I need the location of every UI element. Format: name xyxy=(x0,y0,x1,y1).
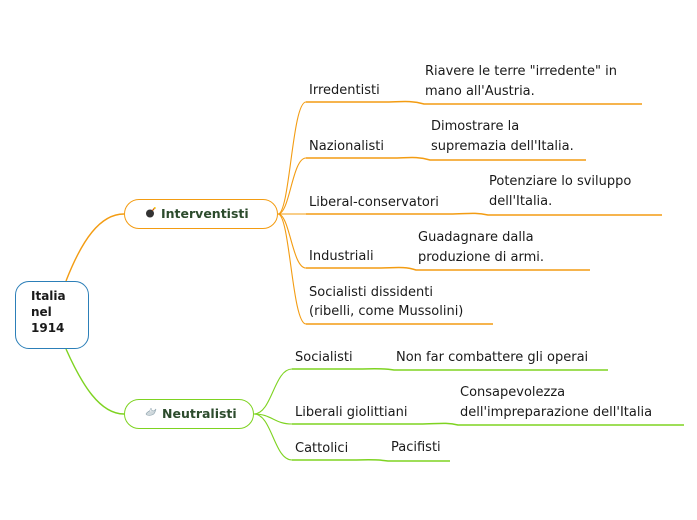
root-line-2: nel xyxy=(31,305,52,319)
node-irredentisti[interactable]: Irredentisti xyxy=(309,83,380,98)
link-root-interventisti xyxy=(65,213,125,282)
note-liberal-conservatori-2[interactable]: dell'Italia. xyxy=(489,194,553,209)
node-nazionalisti[interactable]: Nazionalisti xyxy=(309,139,384,154)
branch-neutralisti[interactable]: Neutralisti xyxy=(124,399,254,429)
interventisti-links xyxy=(277,101,307,325)
bomb-icon xyxy=(145,201,156,229)
node-liberali-giolittiani[interactable]: Liberali giolittiani xyxy=(295,405,408,420)
interventisti-underlines xyxy=(306,100,662,325)
note-liberali-giolittiani-1[interactable]: Consapevolezza xyxy=(460,385,566,400)
note-liberal-conservatori-1[interactable]: Potenziare lo sviluppo xyxy=(489,174,632,189)
note-industriali-1[interactable]: Guadagnare dalla xyxy=(418,230,534,245)
node-industriali[interactable]: Industriali xyxy=(309,249,374,264)
neutralisti-underlines xyxy=(292,368,684,462)
note-industriali-2[interactable]: produzione di armi. xyxy=(418,250,545,265)
note-socialisti[interactable]: Non far combattere gli operai xyxy=(396,350,589,365)
branch-label: Interventisti xyxy=(161,206,249,221)
note-irredentisti-2[interactable]: mano all'Austria. xyxy=(425,84,535,99)
root-node[interactable]: Italia nel 1914 xyxy=(15,281,89,349)
node-socialisti-dissidenti-1[interactable]: Socialisti dissidenti xyxy=(309,285,433,300)
node-socialisti-dissidenti-2[interactable]: (ribelli, come Mussolini) xyxy=(309,304,464,319)
branch-label: Neutralisti xyxy=(162,406,237,421)
node-liberal-conservatori[interactable]: Liberal-conservatori xyxy=(309,195,439,210)
link-root-neutralisti xyxy=(65,348,125,415)
note-irredentisti-1[interactable]: Riavere le terre "irredente" in xyxy=(425,64,617,79)
node-cattolici[interactable]: Cattolici xyxy=(295,441,349,456)
node-socialisti[interactable]: Socialisti xyxy=(295,350,353,365)
note-nazionalisti-1[interactable]: Dimostrare la xyxy=(431,119,520,134)
branch-interventisti[interactable]: Interventisti xyxy=(124,199,278,229)
note-liberali-giolittiani-2[interactable]: dell'impreparazione dell'Italia xyxy=(460,405,653,420)
dove-icon xyxy=(145,401,157,429)
root-line-3: 1914 xyxy=(31,321,65,335)
neutralisti-links xyxy=(253,368,293,461)
note-cattolici[interactable]: Pacifisti xyxy=(391,440,441,455)
root-line-1: Italia xyxy=(31,289,66,303)
note-nazionalisti-2[interactable]: supremazia dell'Italia. xyxy=(431,139,574,154)
